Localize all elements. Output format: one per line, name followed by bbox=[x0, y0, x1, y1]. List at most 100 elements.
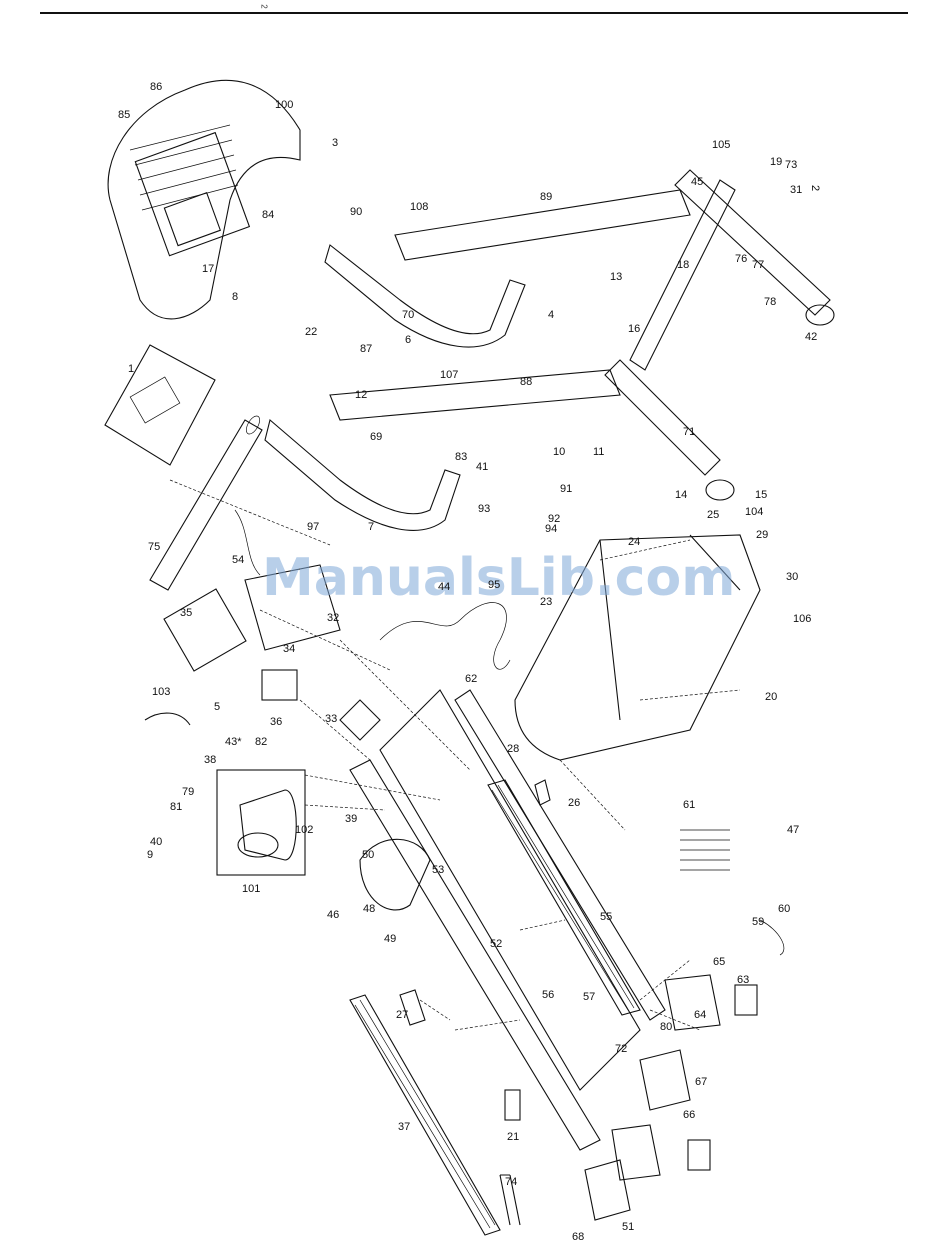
bolts bbox=[680, 829, 730, 871]
callout: 9 bbox=[147, 849, 153, 861]
callout: 88 bbox=[520, 376, 532, 388]
callout: 24 bbox=[628, 536, 640, 548]
callout: 3 bbox=[332, 137, 338, 149]
incline-motor bbox=[163, 564, 431, 911]
callout: 8 bbox=[232, 291, 238, 303]
callout: 95 bbox=[488, 579, 500, 591]
callout: 46 bbox=[327, 909, 339, 921]
callout: 28 bbox=[507, 743, 519, 755]
side-rails bbox=[349, 779, 641, 1236]
callout: 14 bbox=[675, 489, 687, 501]
callout: 10 bbox=[553, 446, 565, 458]
callout: 97 bbox=[307, 521, 319, 533]
callout: 31 bbox=[790, 184, 802, 196]
callout: 1 bbox=[128, 363, 134, 375]
callout: 69 bbox=[370, 431, 382, 443]
callout: 79 bbox=[182, 786, 194, 798]
callout: 37 bbox=[398, 1121, 410, 1133]
callout: 34 bbox=[283, 643, 295, 655]
callout: 55 bbox=[600, 911, 612, 923]
callout: 11 bbox=[593, 446, 604, 458]
callout: 53 bbox=[432, 864, 444, 876]
callout: 4 bbox=[548, 309, 554, 321]
callout: 50 bbox=[362, 849, 374, 861]
callout: 57 bbox=[583, 991, 595, 1003]
watermark: ManualsLib.com bbox=[262, 548, 735, 608]
callout: 41 bbox=[476, 461, 488, 473]
callout: 60 bbox=[778, 903, 790, 915]
callout: 56 bbox=[542, 989, 554, 1001]
console-panel bbox=[104, 344, 216, 466]
callout: 102 bbox=[295, 824, 313, 836]
callout: 48 bbox=[363, 903, 375, 915]
top-rule bbox=[40, 12, 908, 14]
callout: 13 bbox=[610, 271, 622, 283]
callout: 70 bbox=[402, 309, 414, 321]
callout: 44 bbox=[438, 581, 450, 593]
callout: 85 bbox=[118, 109, 130, 121]
callout: 51 bbox=[622, 1221, 634, 1233]
callout: 104 bbox=[745, 506, 763, 518]
base-frame bbox=[604, 169, 835, 501]
callout: 74 bbox=[505, 1176, 517, 1188]
callout: 92 bbox=[548, 513, 560, 525]
callout: 49 bbox=[384, 933, 396, 945]
callout: 54 bbox=[232, 554, 244, 566]
callout: 86 bbox=[150, 81, 162, 93]
leader-lines bbox=[169, 479, 741, 1031]
callout: 39 bbox=[345, 813, 357, 825]
callout: 20 bbox=[765, 691, 777, 703]
callout: 16 bbox=[628, 323, 640, 335]
callout: 90 bbox=[350, 206, 362, 218]
callout: 80 bbox=[660, 1021, 672, 1033]
callout: 63 bbox=[737, 974, 749, 986]
callout: 81 bbox=[170, 801, 182, 813]
callout: 2 bbox=[809, 185, 821, 191]
small-parts bbox=[144, 509, 785, 1226]
callout: 64 bbox=[694, 1009, 706, 1021]
motor-hood bbox=[514, 534, 761, 761]
callout: 76 bbox=[735, 253, 747, 265]
callout: 61 bbox=[683, 799, 695, 811]
main-frame bbox=[349, 689, 666, 1151]
callout: 91 bbox=[560, 483, 572, 495]
callout: 6 bbox=[405, 334, 411, 346]
callout: 77 bbox=[752, 259, 764, 271]
callout: 33 bbox=[325, 713, 337, 725]
callout: 105 bbox=[712, 139, 730, 151]
callout: 18 bbox=[677, 259, 689, 271]
upright-tube bbox=[149, 415, 263, 591]
callout: 68 bbox=[572, 1231, 584, 1243]
callout: 43* bbox=[225, 736, 242, 748]
callout: 75 bbox=[148, 541, 160, 553]
uprights bbox=[329, 189, 691, 421]
callout: 62 bbox=[465, 673, 477, 685]
callout: 17 bbox=[202, 263, 214, 275]
callout: 100 bbox=[275, 99, 293, 111]
callout: 83 bbox=[455, 451, 467, 463]
callout: 67 bbox=[695, 1076, 707, 1088]
callout: 59 bbox=[752, 916, 764, 928]
callout: 29 bbox=[756, 529, 768, 541]
callout: 22 bbox=[305, 326, 317, 338]
callout: 71 bbox=[683, 426, 695, 438]
callout: 101 bbox=[242, 883, 260, 895]
callout: 103 bbox=[152, 686, 170, 698]
callout: 72 bbox=[615, 1043, 627, 1055]
motor-assembly-box bbox=[216, 769, 306, 876]
callout: 73 bbox=[785, 159, 797, 171]
callout: 32 bbox=[327, 612, 339, 624]
callout: 36 bbox=[270, 716, 282, 728]
callout: 23 bbox=[540, 596, 552, 608]
callout: 107 bbox=[440, 369, 458, 381]
callout: 21 bbox=[507, 1131, 519, 1143]
callout: 65 bbox=[713, 956, 725, 968]
callout: 106 bbox=[793, 613, 811, 625]
callout: 108 bbox=[410, 201, 428, 213]
callout: 82 bbox=[255, 736, 267, 748]
rear-feet bbox=[584, 974, 758, 1221]
callout: 12 bbox=[355, 389, 367, 401]
callout: 42 bbox=[805, 331, 817, 343]
callout: 84 bbox=[262, 209, 274, 221]
